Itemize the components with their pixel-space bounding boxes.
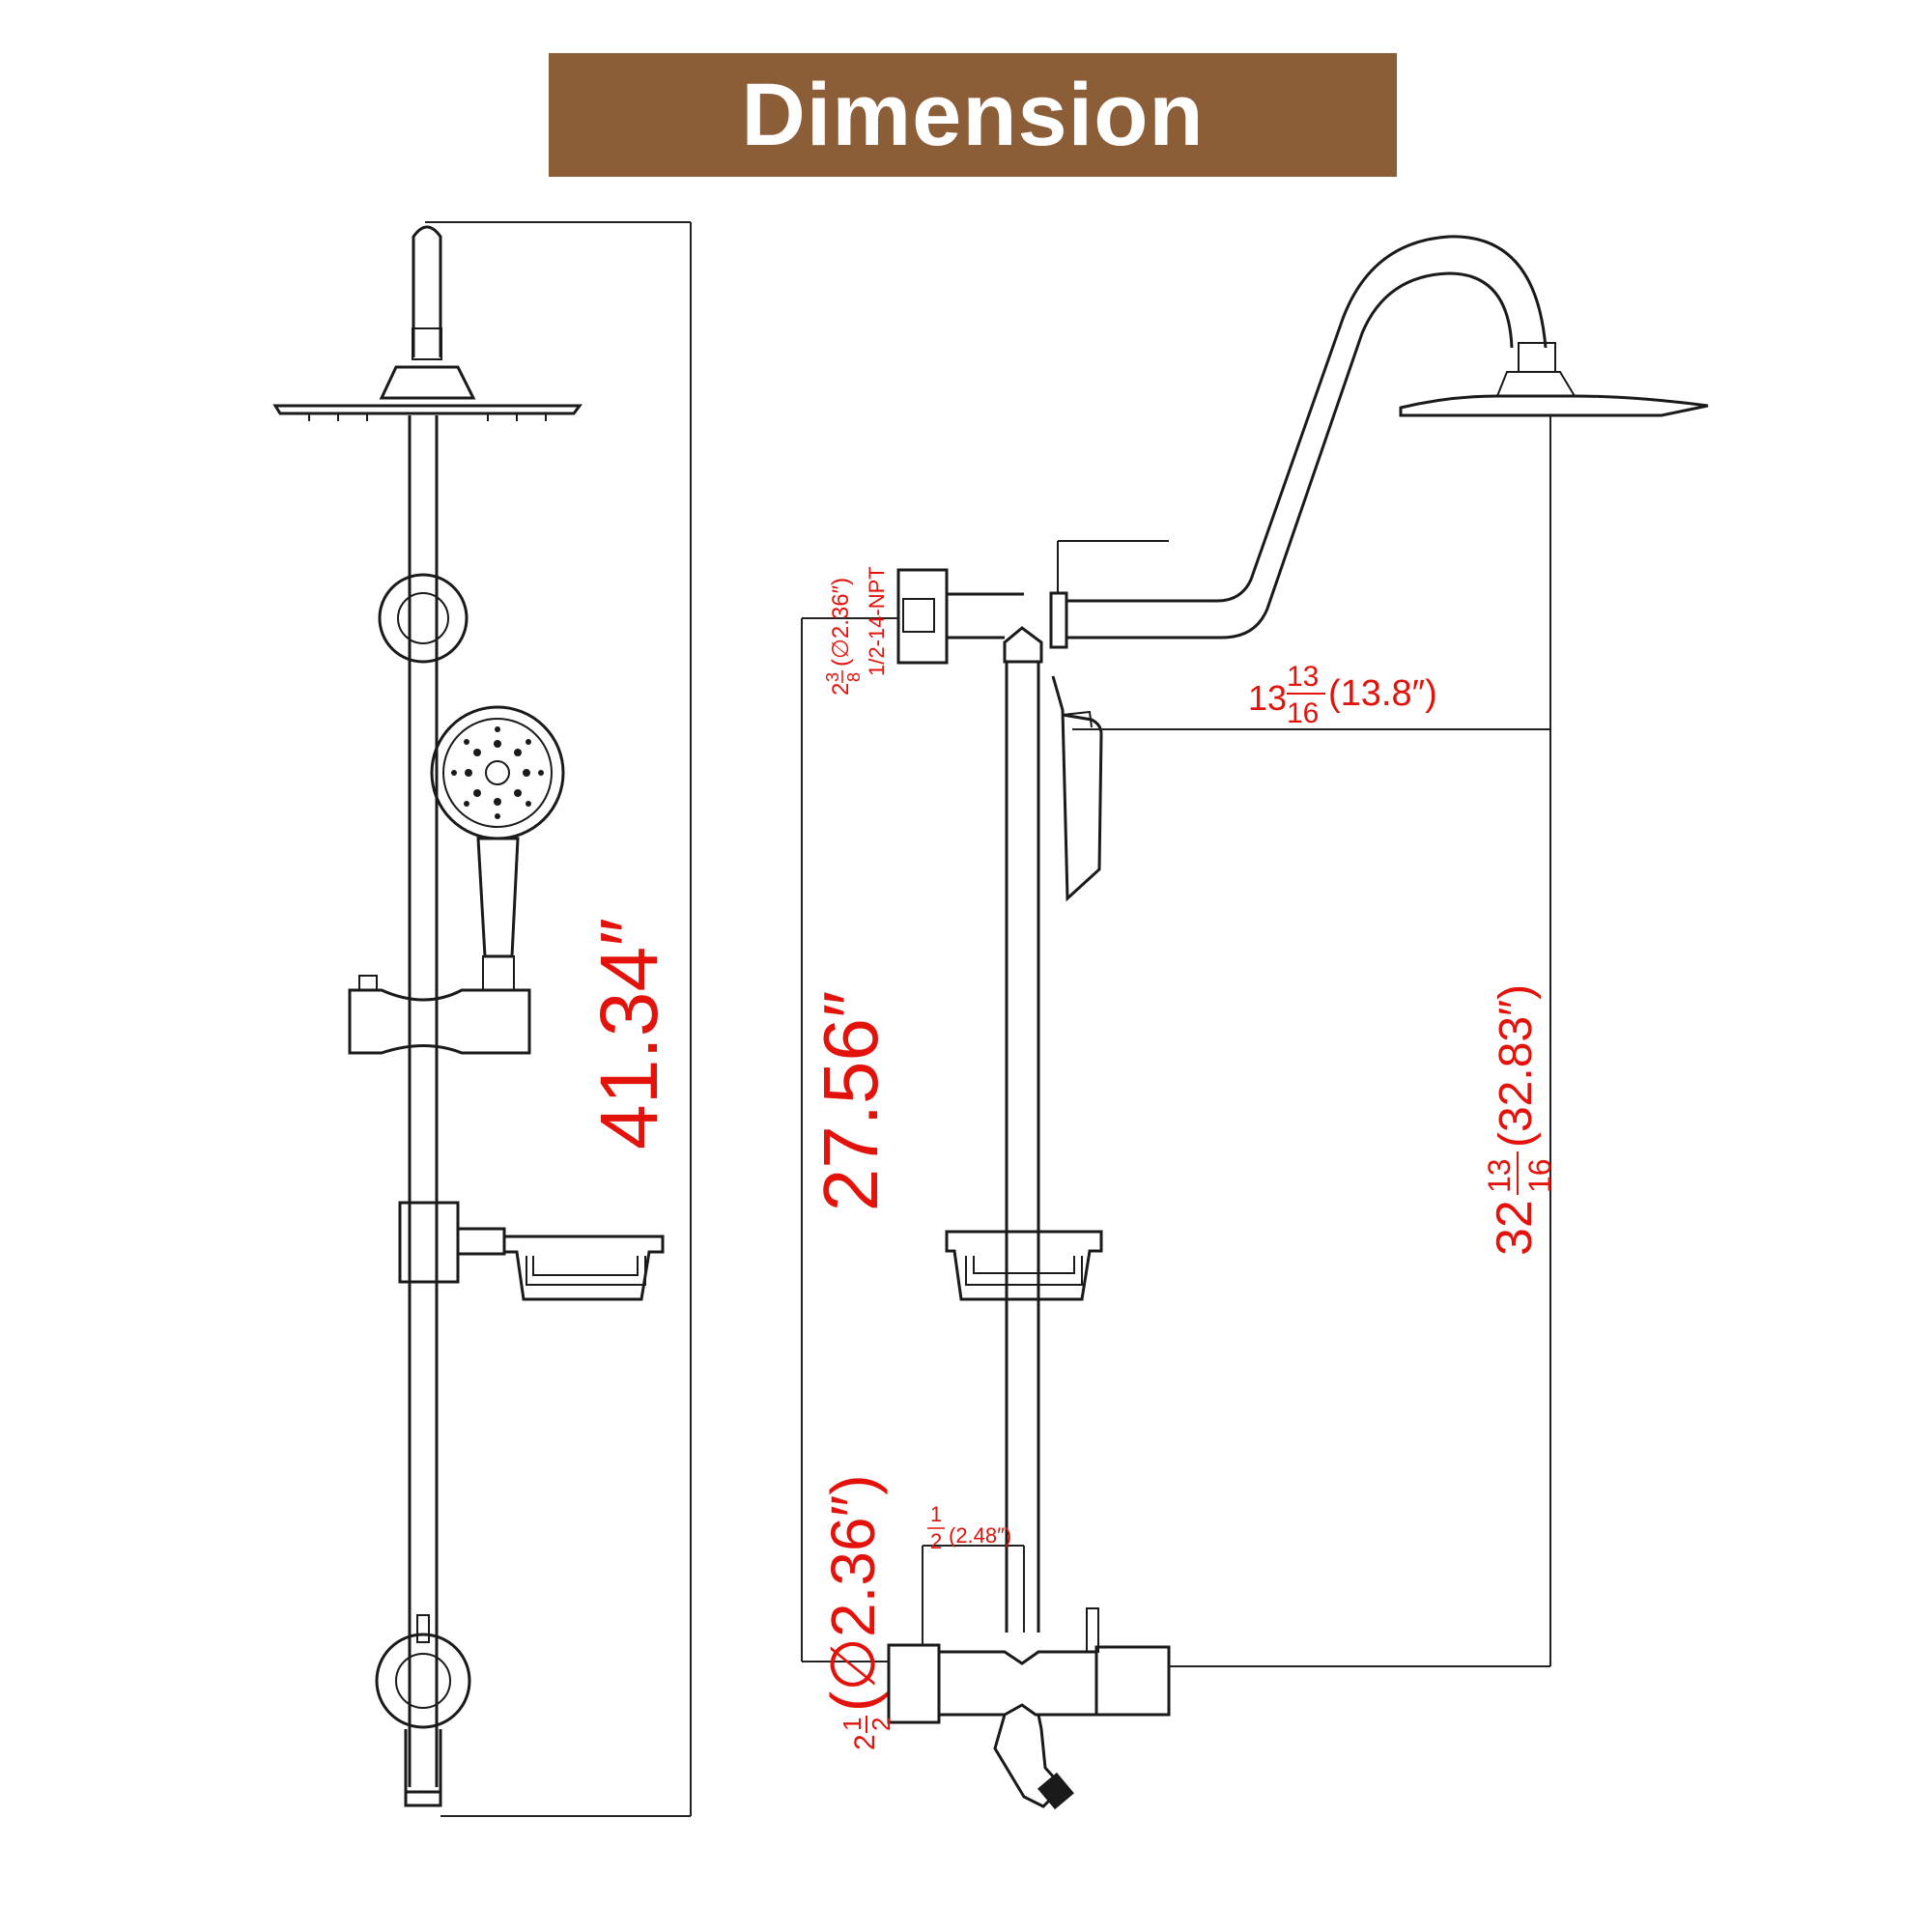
front-shower-head: [272, 404, 582, 415]
side-view: [801, 235, 1709, 1810]
svg-text:(2.48″): (2.48″): [949, 1523, 1011, 1548]
slide-holder: [348, 988, 531, 1055]
front-top-collar: [412, 327, 442, 360]
svg-text:2: 2: [828, 683, 854, 696]
side-shower-head: [1399, 394, 1709, 417]
front-head-mount: [379, 365, 476, 400]
svg-text:1: 1: [930, 1502, 942, 1526]
svg-text:16: 16: [1287, 697, 1319, 729]
front-upper-bracket: [378, 573, 469, 664]
svg-text:2: 2: [867, 1718, 895, 1731]
thread-spec-label: 1/2-14-NPT: [865, 566, 889, 676]
valve-offset-label: 1 2 (2.48″): [927, 1502, 1011, 1553]
total-height-label: 41.34″: [583, 918, 674, 1150]
arm-reach-label: 13 13 16 (13.8″): [1248, 661, 1437, 729]
front-top-pipe: [412, 225, 442, 357]
hand-shower-handle: [476, 837, 520, 958]
banner-title: Dimension: [741, 65, 1205, 164]
svg-text:1: 1: [838, 1718, 867, 1731]
valve-outlet: [1094, 1645, 1171, 1717]
svg-text:8: 8: [844, 672, 864, 682]
gooseneck-arm-inner: [1067, 271, 1514, 639]
svg-text:(32.83″): (32.83″): [1491, 984, 1542, 1148]
bottom-wall-inlet: [887, 1643, 941, 1724]
top-inlet-label: 2 3 8 (∅2.36″): [823, 578, 864, 696]
side-hand-shower: [1051, 675, 1103, 902]
valve-body: [937, 1650, 1098, 1717]
svg-text:16: 16: [1522, 1158, 1557, 1193]
svg-text:2: 2: [849, 1734, 881, 1750]
hand-shower-nozzles: [451, 726, 544, 819]
svg-text:13: 13: [1248, 678, 1287, 718]
front-view: [272, 221, 692, 1817]
svg-text:13: 13: [1287, 661, 1319, 693]
bar-height-label: 27.56″: [808, 991, 894, 1212]
svg-text:(13.8″): (13.8″): [1328, 673, 1437, 714]
svg-text:13: 13: [1482, 1158, 1517, 1193]
head-height-label: 32 13 16 (32.83″): [1482, 984, 1557, 1256]
top-wall-inlet: [896, 568, 949, 665]
svg-text:(∅2.36″): (∅2.36″): [828, 578, 854, 667]
front-lower-bracket: [375, 1633, 471, 1729]
front-soap-dish: [502, 1235, 665, 1301]
svg-text:3: 3: [823, 672, 842, 682]
bottom-inlet-label: 2 1 2 (∅2.36″): [818, 1474, 895, 1750]
svg-text:2: 2: [930, 1529, 942, 1553]
side-soap-dish: [945, 1230, 1103, 1301]
arm-connector: [1049, 591, 1068, 649]
svg-text:(∅2.36″): (∅2.36″): [818, 1474, 888, 1712]
gooseneck-arm-outer: [1067, 235, 1548, 603]
dimension-banner: Dimension: [549, 53, 1397, 177]
svg-text:32: 32: [1487, 1200, 1543, 1256]
side-rod-cap: [1003, 626, 1043, 664]
